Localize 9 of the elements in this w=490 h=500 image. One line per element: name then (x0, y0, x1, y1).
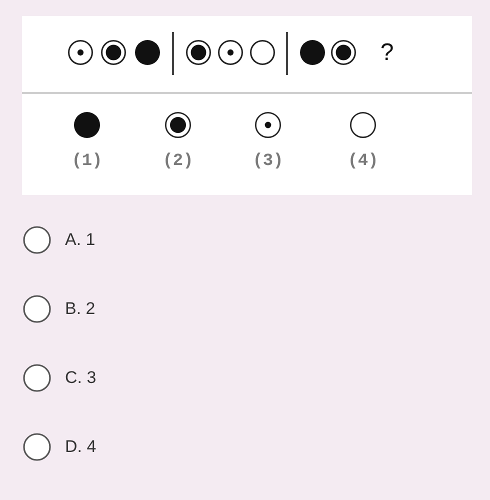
answer-option: A. 1 (65, 230, 96, 250)
question-mark: ? (380, 41, 394, 65)
figure-number: (3) (252, 153, 284, 171)
answer-option: D. 4 (65, 437, 96, 457)
answer-option: B. 2 (65, 299, 96, 319)
figure-number: (4) (348, 153, 378, 171)
figure-number: (2) (162, 153, 194, 171)
answer-option: C. 3 (65, 368, 96, 388)
figure-number: (1) (72, 153, 102, 171)
